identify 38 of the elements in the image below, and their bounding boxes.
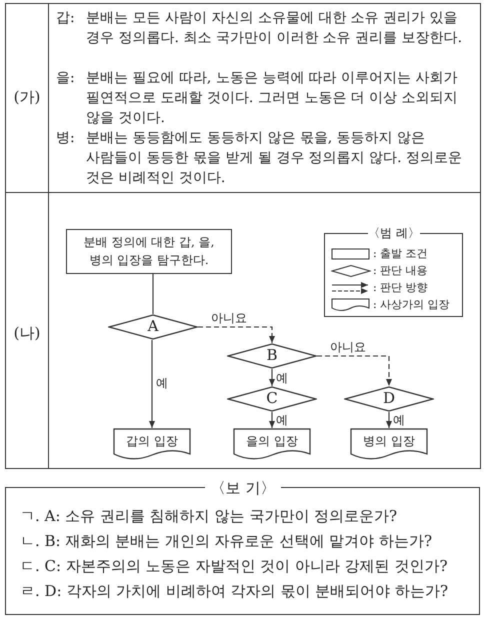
legend-text: : 판단 내용 xyxy=(373,263,428,279)
decision-diamond: D xyxy=(344,386,434,412)
edge-label: 예 xyxy=(392,413,406,428)
row-label: (나) xyxy=(12,323,42,344)
legend-text: : 판단 방향 xyxy=(373,280,428,296)
speaker-label: 을: xyxy=(56,69,76,88)
statement-text: 분배는 동등함에도 동등하지 않은 몫을, 동등하지 않은 사람들이 동등한 몫을 받게 될 경우 정의롭지 않다. 정의로운 것은 비례적인 것이다. xyxy=(86,129,464,188)
statement-text: 분배는 필요에 따라, 노동은 능력에 따라 이루어지는 사회가 필연적으로 도래할 것이다. 그러면 노동은 더 이상 소외되지 않을 것이다. xyxy=(86,69,459,128)
statement-text: 분배는 모든 사람이 자신의 소유물에 대한 소유 권리가 있을 경우 정의롭다. 최소 국가만이 이러한 소유 권리를 보장한다. xyxy=(86,9,464,48)
arrow xyxy=(269,369,275,386)
decision-diamond: C xyxy=(227,386,317,412)
arrow xyxy=(198,326,275,343)
connector-line xyxy=(152,274,154,314)
arrow xyxy=(149,340,155,428)
start-box: 분배 정의에 대한 갑, 을, 병의 입장을 탐구한다. xyxy=(66,229,232,274)
speaker-label: 병: xyxy=(56,129,76,148)
position-document-shape: 병의 입장 xyxy=(350,428,428,460)
position-document-shape: 갑의 입장 xyxy=(113,428,191,460)
legend-text: : 출발 조건 xyxy=(373,246,428,262)
arrow xyxy=(317,355,392,386)
option-text: ㄹ. D: 각자의 가치에 비례하여 각자의 몫이 분배되어야 하는가? xyxy=(20,581,450,602)
legend-title: 〈범 례〉 xyxy=(368,226,420,240)
edge-label: 예 xyxy=(155,376,169,391)
decision-diamond: B xyxy=(227,343,317,369)
edge-label: 예 xyxy=(275,370,289,386)
option-text: ㄷ. C: 자본주의의 노동은 자발적인 것이 아니라 강제된 것인가? xyxy=(20,556,448,577)
option-text: ㄴ. B: 재화의 분배는 개인의 자유로운 선택에 맡겨야 하는가? xyxy=(20,531,434,552)
edge-label: 아니요 xyxy=(329,340,367,355)
option-text: ㄱ. A: 소유 권리를 침해하지 않는 국가만이 정의로운가? xyxy=(20,506,398,527)
position-document-shape: 을의 입장 xyxy=(233,428,311,460)
arrow xyxy=(386,412,392,428)
legend-text: : 사상가의 입장 xyxy=(373,297,450,313)
decision-diamond: A xyxy=(108,314,198,340)
row-label: (가) xyxy=(12,87,42,108)
edge-label: 아니요 xyxy=(210,311,248,326)
edge-label: 예 xyxy=(275,413,289,428)
arrow xyxy=(269,412,275,428)
speaker-label: 갑: xyxy=(56,9,76,28)
